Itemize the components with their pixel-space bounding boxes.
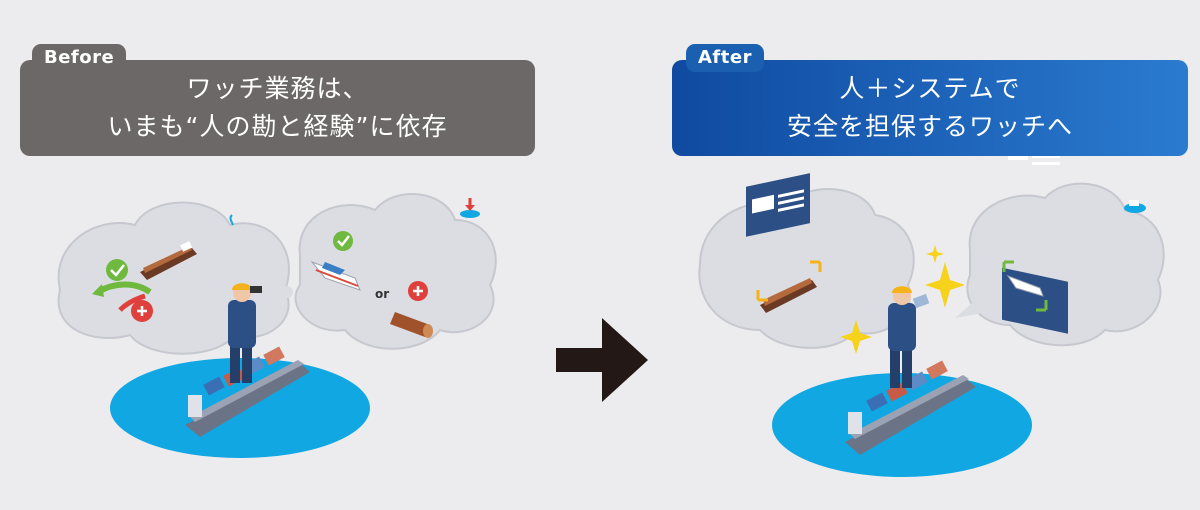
- log-icon: [390, 312, 433, 338]
- after-panel: After 人＋システムで 安全を担保するワッチへ: [660, 0, 1200, 510]
- check-icon: [333, 231, 353, 251]
- tanker-ship-icon: [756, 260, 822, 313]
- sparkle-icon: [926, 245, 944, 263]
- before-banner: ワッチ業務は、 いまも“人の勘と経験”に依存: [20, 60, 535, 156]
- thought-cloud-right: [272, 193, 497, 350]
- after-banner: 人＋システムで 安全を担保するワッチへ: [672, 60, 1188, 156]
- cross-icon: [131, 300, 153, 322]
- sparkle-icon: [840, 320, 872, 354]
- or-label: or: [375, 287, 389, 301]
- after-illustration: [698, 146, 1165, 477]
- tanker-ship-icon: [140, 241, 197, 280]
- crew-with-tablet-icon: [888, 286, 930, 388]
- buoy-marker-icon: [460, 198, 480, 218]
- check-icon: [106, 259, 128, 281]
- before-tag: Before: [32, 44, 127, 72]
- arrow-right-icon: [556, 318, 648, 402]
- after-banner-line2: 安全を担保するワッチへ: [786, 112, 1073, 141]
- before-banner-line2: いまも“人の勘と経験”に依存: [107, 112, 448, 141]
- before-illustration: or: [57, 193, 497, 458]
- cross-icon: [408, 281, 428, 301]
- before-banner-line1: ワッチ業務は、: [186, 74, 369, 103]
- before-panel: Before ワッチ業務は、 いまも“人の勘と経験”に依存: [0, 0, 560, 510]
- crew-with-binoculars-icon: [228, 214, 262, 383]
- after-banner-line1: 人＋システムで: [839, 74, 1021, 103]
- buoy-marker-icon: [1124, 200, 1146, 213]
- after-tag: After: [686, 44, 764, 72]
- sparkle-icon: [925, 262, 965, 308]
- monitor-screen-icon: [746, 173, 810, 237]
- boat-icon: [1002, 260, 1048, 312]
- boat-icon: [310, 260, 361, 291]
